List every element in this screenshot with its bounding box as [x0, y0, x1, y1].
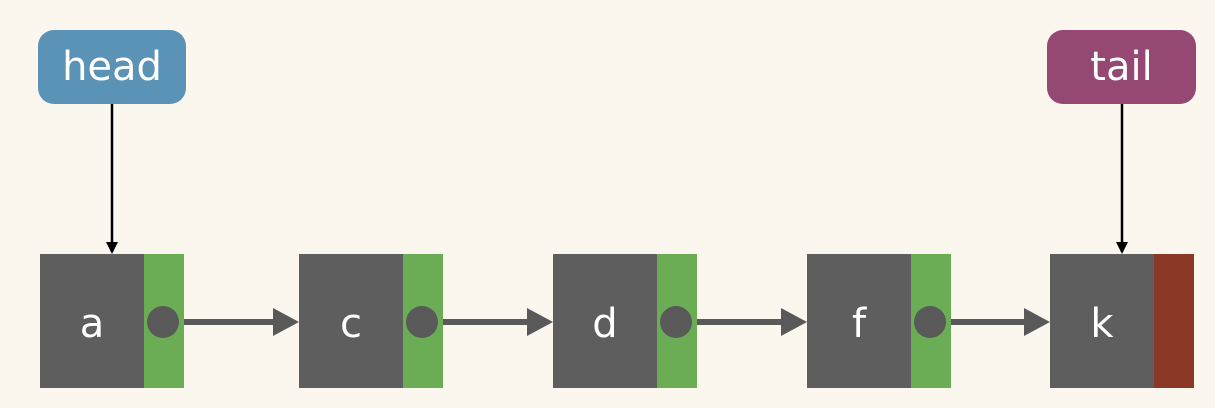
tail-pointer-label: tail — [1047, 30, 1196, 104]
link-arrow — [944, 308, 1050, 336]
next-pointer-field — [144, 254, 184, 388]
next-pointer-dot — [914, 306, 946, 338]
next-pointer-dot — [406, 306, 438, 338]
next-pointer-field — [403, 254, 443, 388]
node-value: k — [1050, 254, 1154, 388]
list-node: d — [553, 254, 697, 388]
link-arrows — [177, 308, 1050, 336]
link-arrow — [436, 308, 553, 336]
null-next-field — [1154, 254, 1194, 388]
node-value: d — [553, 254, 657, 388]
next-pointer-field — [657, 254, 697, 388]
list-node: c — [299, 254, 443, 388]
node-value: c — [299, 254, 403, 388]
head-pointer-label: head — [38, 30, 186, 104]
link-arrow — [177, 308, 299, 336]
node-value: f — [807, 254, 911, 388]
list-node: f — [807, 254, 951, 388]
list-node: a — [40, 254, 184, 388]
node-value: a — [40, 254, 144, 388]
next-pointer-dot — [660, 306, 692, 338]
list-node: k — [1050, 254, 1194, 388]
next-pointer-dot — [147, 306, 179, 338]
next-pointer-field — [911, 254, 951, 388]
link-arrow — [690, 308, 807, 336]
